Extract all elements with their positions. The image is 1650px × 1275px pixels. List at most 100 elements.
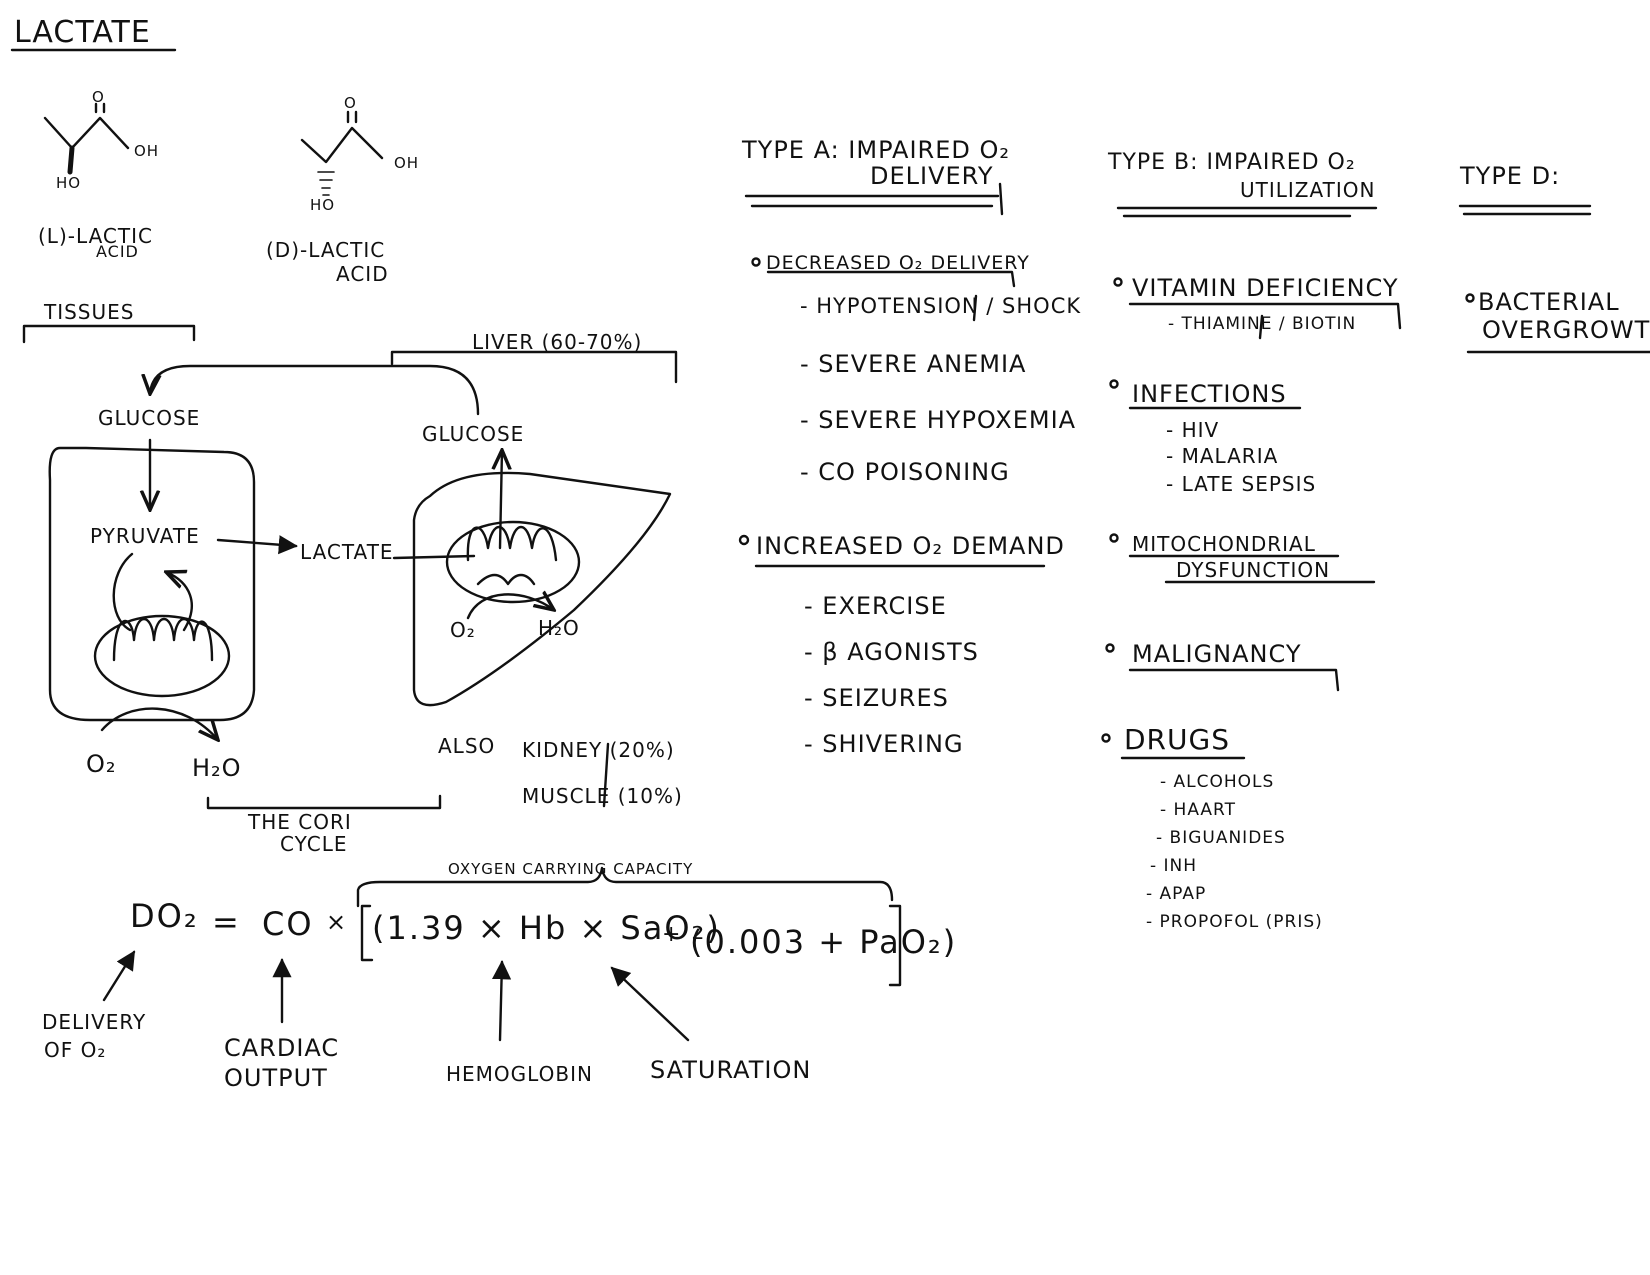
increased-o2-title: INCREASED O₂ DEMAND (756, 532, 1065, 560)
tissues-label: TISSUES (44, 300, 135, 324)
also-label: ALSO (438, 734, 496, 758)
mitochondrial-title: MITOCHONDRIAL (1132, 532, 1316, 556)
oxygen-capacity-label: OXYGEN CARRYING CAPACITY (448, 860, 694, 878)
bullet (1109, 379, 1119, 389)
hemoglobin-arrow (491, 960, 512, 1042)
type-b-item: - APAP (1146, 884, 1207, 904)
type-b-item: - MALARIA (1166, 444, 1279, 468)
hb-term: (1.39 × Hb × SaO₂) (372, 909, 721, 947)
liver-bracket (390, 350, 678, 384)
type-a-item: - CO POISONING (800, 458, 1010, 486)
bullet (738, 534, 750, 546)
type-a-item: - β AGONISTS (804, 638, 979, 666)
page-title: LACTATE (14, 15, 151, 50)
type-b-header-line1: TYPE B: IMPAIRED O₂ (1108, 150, 1356, 175)
type-a-item: - SHIVERING (804, 730, 964, 758)
vitamin-deficiency-title: VITAMIN DEFICIENCY (1132, 274, 1399, 302)
l-acid-carbonyl-o: O (92, 88, 105, 106)
type-d-header: TYPE D: (1460, 162, 1561, 190)
cori-cycle-label-line2: CYCLE (280, 832, 348, 856)
vitamin-underline (1128, 302, 1402, 330)
d-acid-label-line2: ACID (336, 262, 389, 286)
tissue-o2-h2o-arrow (100, 707, 218, 740)
tissue-o2-label: O₂ (86, 750, 117, 778)
liver-glucose-arrow (500, 450, 502, 550)
do2-symbol: DO₂ (130, 897, 199, 935)
kidney-label: KIDNEY (20%) (522, 738, 675, 762)
equals-sign: = (212, 903, 241, 941)
equation-right-bracket (888, 904, 902, 987)
cardiac-output-symbol: CO (262, 905, 314, 943)
type-b-item: - HIV (1166, 418, 1220, 442)
mitochondrial-title-line2: DYSFUNCTION (1176, 558, 1331, 582)
type-b-item: - THIAMINE / BIOTIN (1168, 314, 1357, 334)
thiamine-biotin-slash (1258, 314, 1264, 340)
bullet (751, 257, 761, 267)
d-acid-label-line1: (D)-LACTIC (266, 238, 386, 262)
cori-cycle-label-line1: THE CORI (248, 810, 352, 834)
l-acid-ho: HO (56, 174, 82, 192)
hypotension-shock-slash (972, 294, 978, 322)
saturation-arrow (610, 966, 690, 1042)
bacterial-title-line2: OVERGROWTH (1482, 316, 1650, 344)
type-b-header-line2: UTILIZATION (1240, 178, 1376, 202)
type-a-item: - SEVERE HYPOXEMIA (800, 406, 1077, 434)
infections-title: INFECTIONS (1132, 380, 1287, 408)
bullet (1465, 293, 1475, 303)
liver-cell (412, 471, 672, 707)
tissue-glucose-label: GLUCOSE (98, 406, 201, 430)
type-b-item: - HAART (1160, 800, 1237, 820)
l-lactic-acid-structure (43, 102, 130, 175)
dissolved-o2-term: (0.003 + PaO₂) (690, 923, 958, 961)
type-b-item: - LATE SEPSIS (1166, 472, 1317, 496)
type-b-item: - BIGUANIDES (1156, 828, 1286, 848)
bullet (1105, 643, 1115, 653)
malignancy-underline (1128, 668, 1340, 692)
type-a-item: - EXERCISE (804, 592, 947, 620)
lactate-label: LACTATE (300, 540, 394, 564)
l-acid-label-line1: (L)-LACTIC (38, 224, 153, 248)
bacterial-title: BACTERIAL (1478, 288, 1620, 316)
kidney-muscle-divider (602, 742, 610, 808)
type-b-item: - INH (1150, 856, 1198, 876)
delivery-arrow (102, 950, 136, 1002)
decreased-o2-underline (766, 270, 1016, 288)
bullet (1113, 277, 1123, 287)
type-a-item: - SEIZURES (804, 684, 949, 712)
bullet (1109, 533, 1119, 543)
type-b-underline (1116, 206, 1378, 218)
tissue-h2o-label: H₂O (192, 754, 242, 782)
pyruvate-to-lactate-arrow (216, 535, 298, 555)
cori-bracket (206, 794, 442, 810)
liver-glucose-label: GLUCOSE (422, 422, 525, 446)
pyruvate-mito-loop (112, 554, 193, 632)
glucose-return-arc (150, 364, 480, 416)
oxygen-capacity-brace (356, 866, 894, 908)
tissue-cell (48, 446, 256, 722)
delivery-label-line2: OF O₂ (44, 1038, 107, 1062)
l-acid-oh: OH (134, 142, 160, 160)
drugs-title: DRUGS (1124, 723, 1230, 756)
d-lactic-acid-structure (300, 110, 384, 196)
tissue-mitochondrion (93, 614, 231, 698)
decreased-o2-title: DECREASED O₂ DELIVERY (766, 252, 1030, 274)
type-a-item: - SEVERE ANEMIA (800, 350, 1027, 378)
delivery-label-line1: DELIVERY (42, 1010, 147, 1034)
type-a-header-line2: DELIVERY (870, 162, 994, 190)
pyruvate-label: PYRUVATE (90, 524, 200, 548)
malignancy-title: MALIGNANCY (1132, 640, 1302, 668)
hemoglobin-label: HEMOGLOBIN (446, 1062, 593, 1086)
l-acid-label-line2: ACID (96, 242, 139, 261)
d-acid-ho: HO (310, 196, 336, 214)
plus-sign: + (662, 922, 683, 947)
cardiac-label-line1: CARDIAC (224, 1034, 340, 1062)
type-b-item: - PROPOFOL (PRIS) (1146, 912, 1323, 932)
mito-underline (1128, 554, 1376, 584)
liver-label: LIVER (60-70%) (472, 330, 643, 354)
lactate-to-liver-line (392, 554, 476, 560)
cardiac-label-line2: OUTPUT (224, 1064, 328, 1092)
type-d-underline (1458, 204, 1592, 216)
tissues-bracket (22, 324, 196, 344)
type-a-tick (998, 182, 1004, 216)
